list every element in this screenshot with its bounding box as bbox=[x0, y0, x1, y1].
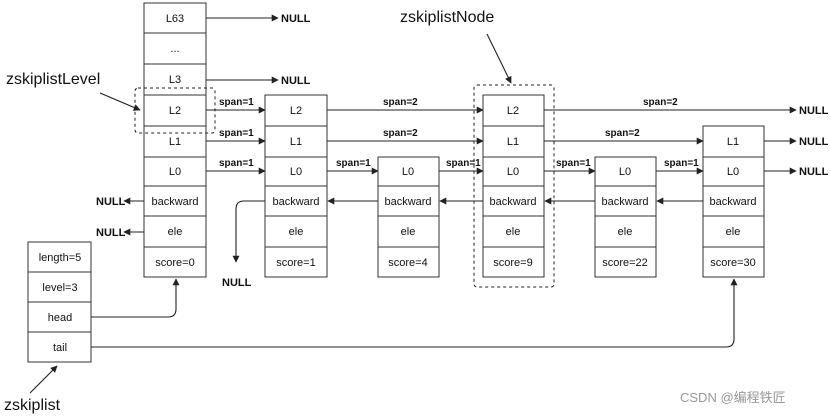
head-level-3-label: L3 bbox=[169, 74, 181, 86]
node-score-1: L2 L1 L0 backward ele score=1 bbox=[264, 94, 328, 278]
node-score-4: L0 backward ele score=4 bbox=[377, 156, 440, 278]
zskiplist-callout-arrow bbox=[29, 365, 58, 394]
node3-level-0-label: L0 bbox=[507, 166, 519, 178]
node1-l2-span-label: span=2 bbox=[383, 97, 418, 108]
node1-level-1-label: L1 bbox=[290, 136, 302, 148]
node3-score-label: score=9 bbox=[493, 257, 532, 269]
head-l63-null-label: NULL bbox=[281, 13, 311, 25]
head-node: L63 ... L3 L2 L1 L0 backward ele score=0 bbox=[143, 2, 207, 278]
head-l1-span-label: span=1 bbox=[219, 128, 254, 139]
node3-ele-label: ele bbox=[506, 226, 521, 238]
node2-backward-label: backward bbox=[384, 196, 431, 208]
zskiplist-length-label: length=5 bbox=[39, 252, 82, 264]
zskiplist-level-callout-arrow bbox=[99, 92, 141, 111]
head-level-0-label: L0 bbox=[169, 166, 181, 178]
head-score-label: score=0 bbox=[155, 257, 194, 269]
head-ele-null-label: NULL bbox=[96, 227, 126, 239]
watermark: CSDN @编程铁匠 bbox=[680, 390, 786, 405]
node1-level-2-label: L2 bbox=[290, 105, 302, 117]
node3-l1-span-label: span=2 bbox=[605, 128, 640, 139]
node3-l2-span-label: span=2 bbox=[643, 97, 678, 108]
node2-level-0-label: L0 bbox=[402, 166, 414, 178]
node3-backward-label: backward bbox=[489, 196, 536, 208]
head-l0-span-label: span=1 bbox=[219, 158, 254, 169]
node3-level-2-label: L2 bbox=[507, 105, 519, 117]
node5-ele-label: ele bbox=[726, 226, 741, 238]
zskiplist-head-label: head bbox=[48, 312, 72, 324]
node1-backward-null-arrow bbox=[232, 200, 265, 263]
head-level-2-label: L2 bbox=[169, 105, 181, 117]
zskiplist-tail-label: tail bbox=[53, 342, 67, 354]
node3-l2-null-label: NULL bbox=[799, 105, 829, 117]
head-level-63-label: L63 bbox=[166, 13, 184, 25]
node1-backward-label: backward bbox=[272, 196, 319, 208]
node5-score-label: score=30 bbox=[710, 257, 756, 269]
node2-score-label: score=4 bbox=[388, 257, 427, 269]
node2-ele-label: ele bbox=[401, 226, 416, 238]
node3-level-1-label: L1 bbox=[507, 136, 519, 148]
zskiplist-level-title: zskiplistLevel bbox=[6, 71, 100, 88]
node5-level-0-label: L0 bbox=[727, 166, 739, 178]
node1-ele-label: ele bbox=[289, 226, 304, 238]
head-level-1-label: L1 bbox=[169, 136, 181, 148]
zskiplist-head-arrow bbox=[91, 278, 180, 318]
head-ellipsis-label: ... bbox=[170, 43, 179, 55]
node-score-9: L2 L1 L0 backward ele score=9 bbox=[482, 94, 545, 278]
zskiplist-tail-arrow bbox=[91, 278, 738, 348]
head-l2-span-label: span=1 bbox=[219, 97, 254, 108]
node5-level-1-label: L1 bbox=[727, 136, 739, 148]
zskiplist-title: zskiplist bbox=[4, 397, 61, 414]
head-backward-null-label: NULL bbox=[96, 196, 126, 208]
node-score-22: L0 backward ele score=22 bbox=[594, 156, 657, 278]
zskiplist-node-title: zskiplistNode bbox=[400, 9, 494, 26]
node1-l0-span-label: span=1 bbox=[336, 158, 371, 169]
node1-level-0-label: L0 bbox=[290, 166, 302, 178]
node5-backward-label: backward bbox=[709, 196, 756, 208]
node2-l0-span-label: span=1 bbox=[446, 158, 481, 169]
node-score-30: L1 L0 backward ele score=30 bbox=[702, 125, 765, 278]
node1-l1-span-label: span=2 bbox=[383, 128, 418, 139]
node4-score-label: score=22 bbox=[602, 257, 648, 269]
node4-l0-span-label: span=1 bbox=[664, 158, 699, 169]
node4-backward-label: backward bbox=[601, 196, 648, 208]
node1-score-label: score=1 bbox=[276, 257, 315, 269]
node4-level-0-label: L0 bbox=[619, 166, 631, 178]
zskiplist-level-label: level=3 bbox=[42, 282, 77, 294]
node1-backward-null-label: NULL bbox=[222, 277, 252, 289]
zskiplist-struct: length=5 level=3 head tail bbox=[27, 241, 92, 363]
zskiplist-node-highlight bbox=[473, 84, 555, 288]
head-l3-null-label: NULL bbox=[281, 75, 311, 87]
node5-l0-null-label: NULL bbox=[799, 166, 829, 178]
head-ele-label: ele bbox=[168, 226, 183, 238]
zskiplist-node-callout-arrow bbox=[486, 33, 512, 84]
node3-l0-span-label: span=1 bbox=[556, 158, 591, 169]
head-backward-label: backward bbox=[151, 196, 198, 208]
node4-ele-label: ele bbox=[618, 226, 633, 238]
node5-l1-null-label: NULL bbox=[799, 136, 829, 148]
